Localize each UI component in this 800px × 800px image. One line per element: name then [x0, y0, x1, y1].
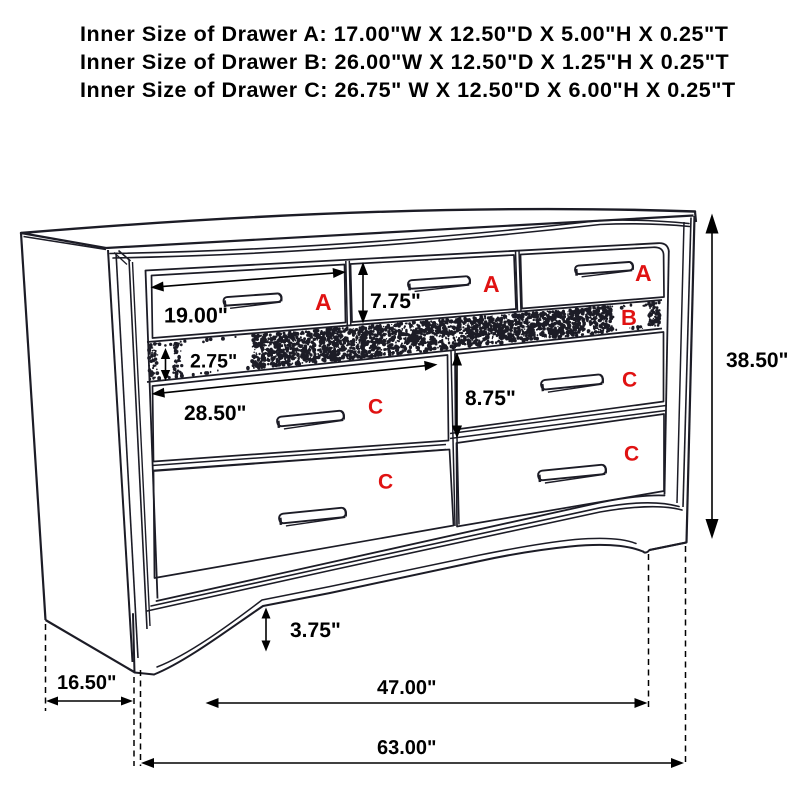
svg-text:2.75": 2.75" [190, 351, 237, 373]
svg-text:19.00": 19.00" [164, 304, 228, 328]
svg-text:8.75": 8.75" [465, 387, 516, 410]
svg-text:63.00": 63.00" [377, 737, 437, 759]
svg-text:A: A [635, 260, 652, 286]
svg-text:C: C [368, 396, 383, 419]
svg-text:A: A [315, 289, 332, 315]
svg-text:7.75": 7.75" [370, 290, 421, 313]
svg-text:C: C [624, 443, 639, 466]
svg-text:B: B [621, 305, 637, 330]
svg-text:C: C [622, 369, 637, 392]
svg-text:28.50": 28.50" [184, 402, 247, 425]
svg-text:16.50": 16.50" [57, 672, 117, 694]
svg-text:38.50": 38.50" [726, 349, 789, 372]
svg-text:C: C [378, 471, 393, 494]
svg-text:3.75": 3.75" [290, 619, 341, 642]
svg-text:47.00": 47.00" [377, 677, 437, 699]
svg-text:A: A [483, 271, 500, 297]
